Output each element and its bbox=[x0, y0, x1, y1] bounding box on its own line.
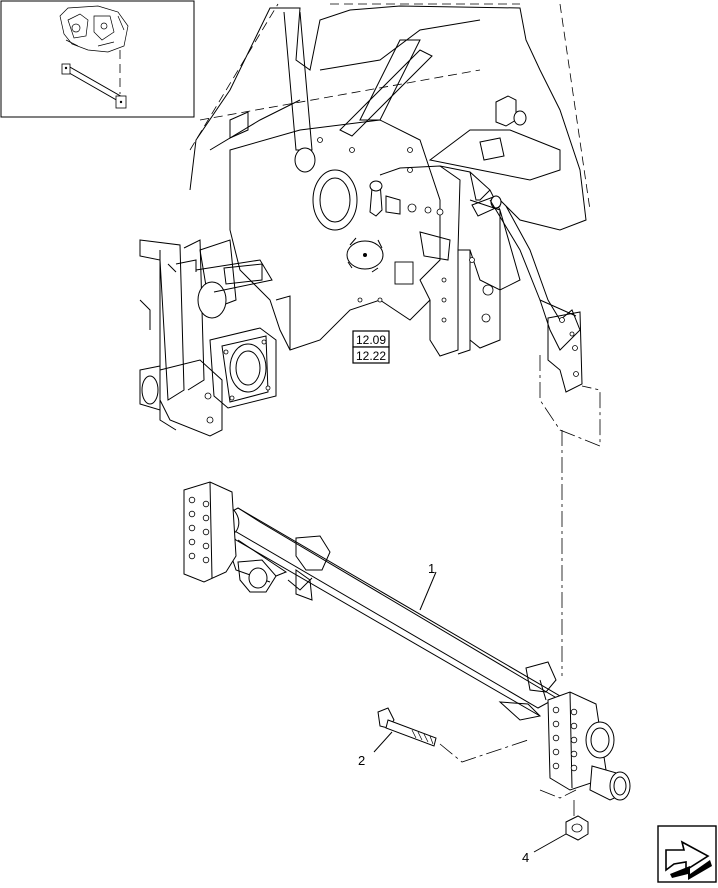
callout-4-label: 4 bbox=[522, 850, 529, 865]
next-page-arrow-icon[interactable] bbox=[657, 825, 717, 883]
part-2-bolt bbox=[377, 707, 437, 747]
assembly-alignment-lines bbox=[439, 355, 601, 820]
callout-1: 1 bbox=[419, 561, 437, 611]
key-view-thumbnail bbox=[0, 0, 195, 118]
section-reference-box[interactable]: 12.09 12.22 bbox=[352, 330, 390, 364]
callout-2: 2 bbox=[358, 731, 393, 768]
chassis-frame-assembly bbox=[139, 3, 591, 437]
callout-4: 4 bbox=[522, 833, 567, 865]
callout-2-label: 2 bbox=[358, 753, 365, 768]
reference-12-09[interactable]: 12.09 bbox=[356, 333, 386, 347]
part-4-nut bbox=[565, 815, 589, 841]
part-1-cross-tube bbox=[183, 481, 631, 801]
callout-1-label: 1 bbox=[428, 561, 435, 576]
reference-12-22[interactable]: 12.22 bbox=[356, 349, 386, 363]
